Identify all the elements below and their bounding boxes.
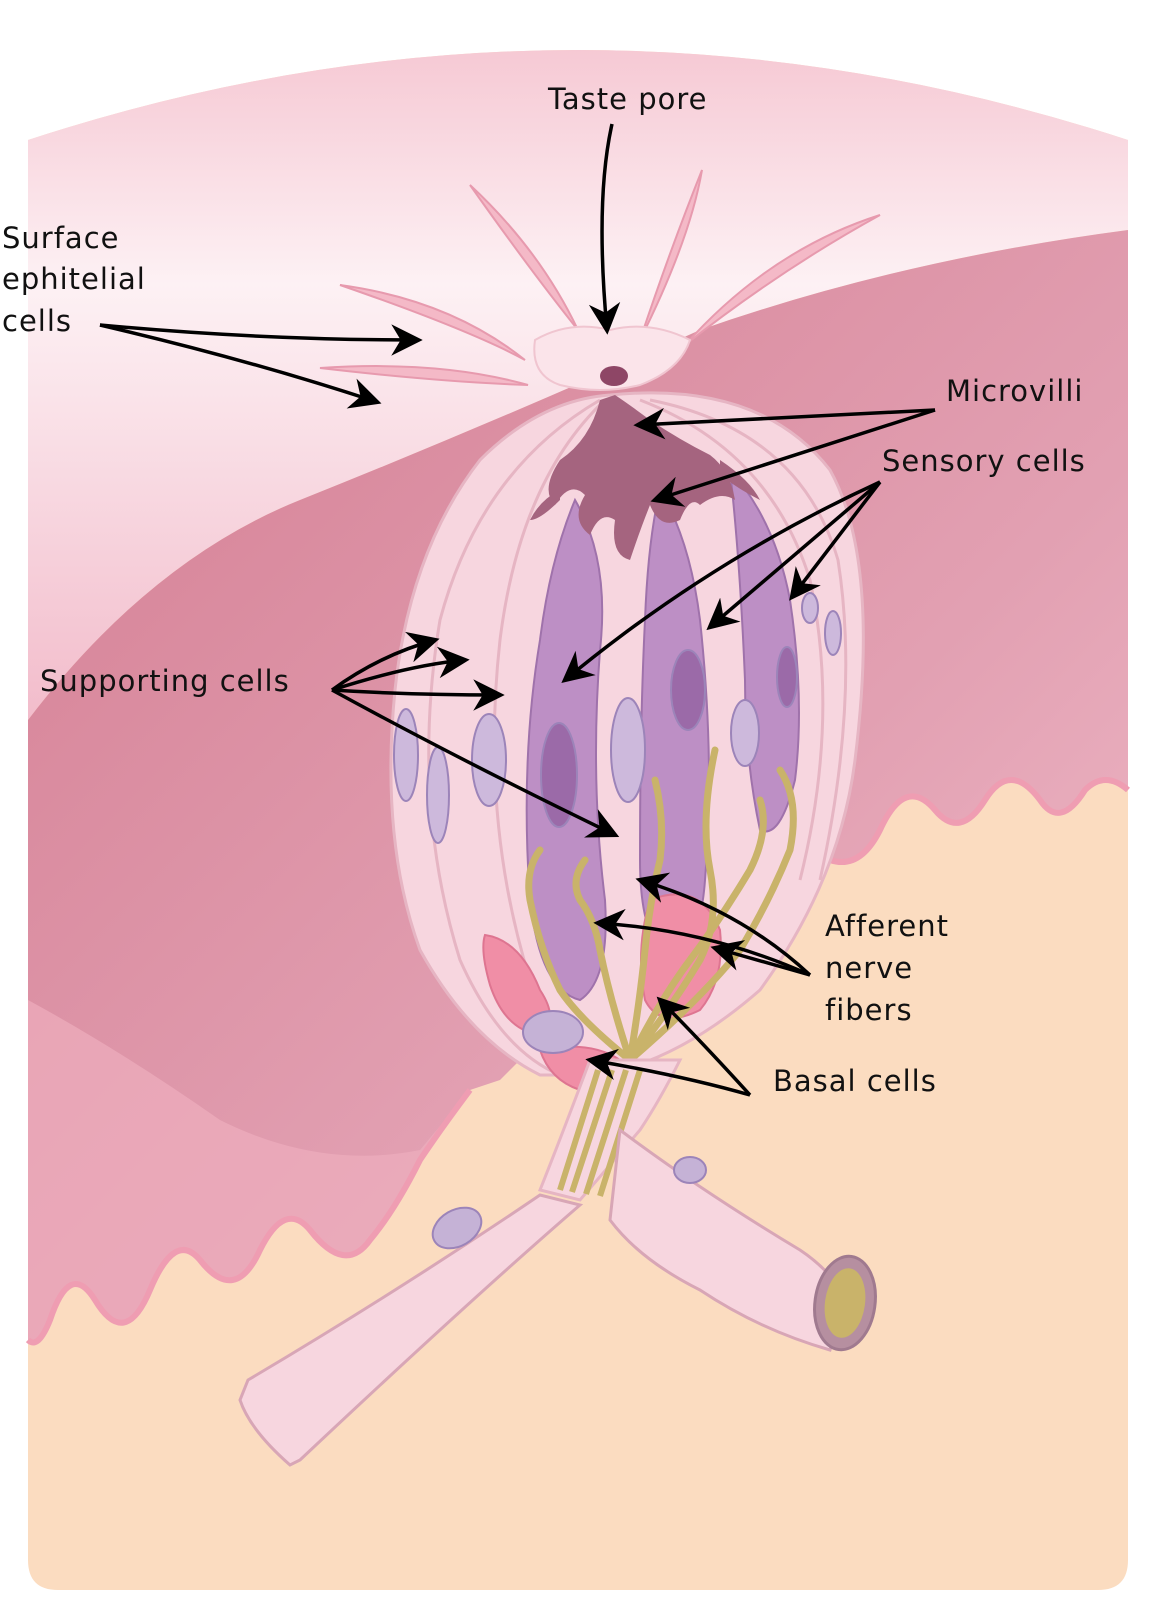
- basal-cell-nucleus: [522, 1010, 584, 1054]
- microvilli-cluster: [530, 395, 760, 560]
- arrow-surface-2: [99, 323, 382, 409]
- label-taste-pore: Taste pore: [548, 82, 708, 116]
- arrow-sensory-2: [706, 480, 882, 631]
- arrow-afferent-1: [635, 872, 812, 977]
- surface-flap-cells: [319, 169, 881, 391]
- annotation-arrows: [99, 123, 936, 1097]
- nuclei: [393, 592, 842, 844]
- arrow-supporting-3: [331, 679, 505, 711]
- taste-pore: [600, 366, 628, 386]
- label-microvilli: Microvilli: [946, 374, 1084, 408]
- arrow-microvilli-2: [650, 408, 936, 507]
- nerve-bundle: [537, 1058, 683, 1202]
- arrow-sensory-3: [789, 480, 882, 601]
- arrow-afferent-3: [710, 940, 811, 977]
- arrow-supporting-1: [330, 631, 440, 692]
- arrow-basal-2: [585, 1048, 751, 1097]
- label-basal-cells: Basal cells: [773, 1064, 937, 1098]
- label-afferent-line-3: fibers: [825, 993, 913, 1027]
- arrow-microvilli-1: [633, 407, 936, 440]
- label-surface-line-3: cells: [2, 304, 73, 338]
- nerve-tube-left: [238, 1193, 584, 1467]
- nerve-tube-right: [608, 1127, 877, 1352]
- arrow-surface-1: [99, 323, 423, 356]
- arrow-supporting-2: [331, 646, 470, 692]
- label-sensory-cells: Sensory cells: [882, 444, 1086, 478]
- arrow-afferent-2: [593, 908, 811, 977]
- arrow-taste-pore: [588, 123, 621, 335]
- surface-epithelium: [28, 50, 1128, 720]
- label-surface-line-2: ephitelial: [2, 262, 146, 296]
- label-surface-line-1: Surface: [2, 221, 120, 255]
- label-afferent-line-1: Afferent: [825, 909, 949, 943]
- label-supporting-cells: Supporting cells: [40, 664, 290, 698]
- arrow-basal-1: [656, 996, 752, 1097]
- arrow-sensory-1: [561, 480, 881, 684]
- arrow-supporting-4: [331, 688, 620, 838]
- label-afferent-line-2: nerve: [825, 951, 914, 985]
